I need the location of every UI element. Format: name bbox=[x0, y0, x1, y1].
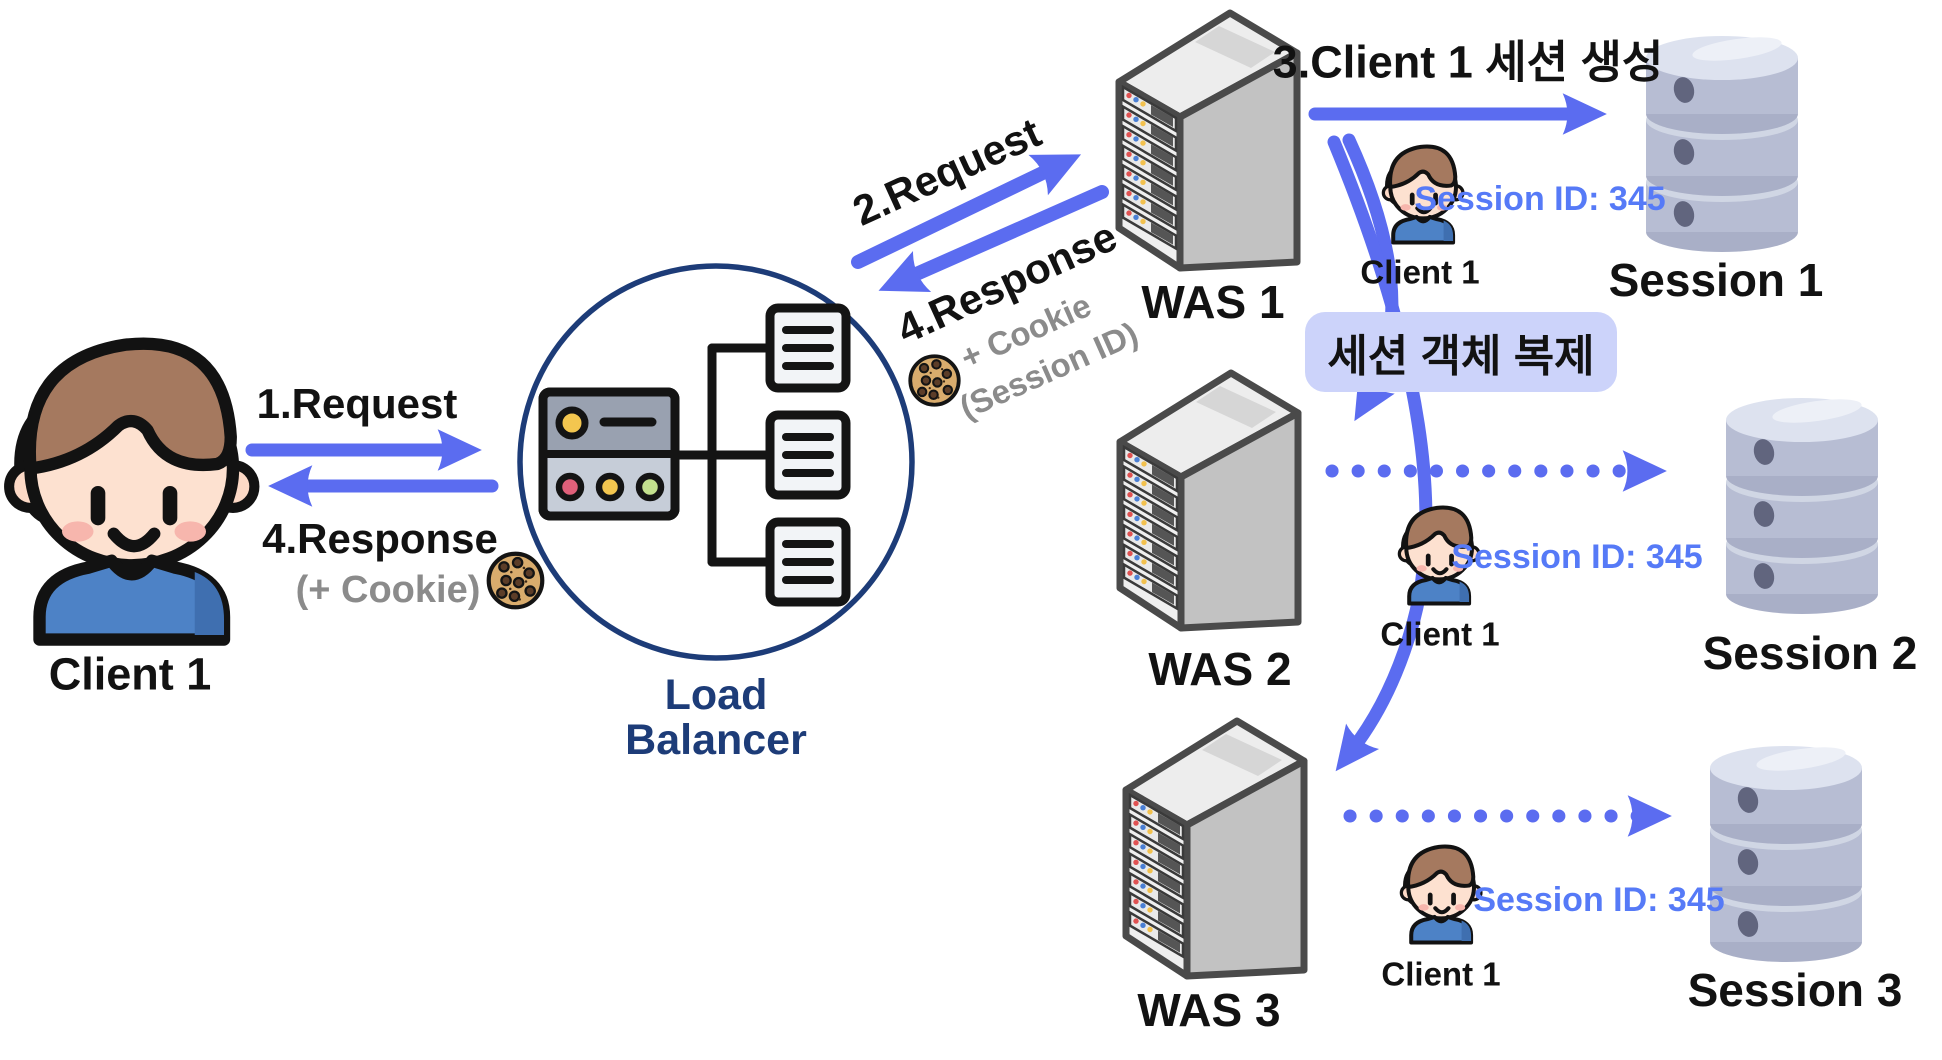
session3-label: Session 3 bbox=[1687, 963, 1903, 1016]
session3-database-icon bbox=[1710, 742, 1862, 962]
session1-database-icon bbox=[1646, 32, 1798, 252]
load-balancer-icon bbox=[517, 263, 915, 661]
session-id-row3: Session ID: 345 bbox=[1473, 881, 1725, 920]
session-replicate-label: 세션 객체 복제 bbox=[1327, 332, 1595, 381]
session-create-label: 3.Client 1 세션 생성 bbox=[1272, 36, 1664, 88]
router-icon bbox=[538, 387, 680, 521]
client1-avatar-icon bbox=[9, 344, 254, 640]
was2-label: WAS 2 bbox=[1148, 642, 1292, 695]
response4-cookie-label: (+ Cookie) bbox=[295, 569, 481, 612]
session1-label: Session 1 bbox=[1608, 253, 1824, 306]
client1-row1-label: Client 1 bbox=[1360, 253, 1480, 291]
load-balancer-label: Load Balancer bbox=[625, 670, 807, 764]
client1-row3-label: Client 1 bbox=[1381, 955, 1501, 993]
session2-label: Session 2 bbox=[1702, 626, 1918, 679]
session-id-row2: Session ID: 345 bbox=[1451, 538, 1703, 577]
was3-label: WAS 3 bbox=[1137, 983, 1281, 1036]
client1-avatar-icon-row3 bbox=[1401, 847, 1481, 943]
server-list-icons bbox=[765, 303, 851, 607]
request2-arrow bbox=[851, 154, 1082, 269]
response4b-arrow bbox=[878, 185, 1109, 292]
client1-row2-label: Client 1 bbox=[1380, 615, 1500, 653]
was2-server-tower-icon bbox=[1120, 373, 1298, 628]
session-id-row1: Session ID: 345 bbox=[1414, 180, 1666, 219]
session-replicate-badge: 세션 객체 복제 bbox=[1305, 312, 1617, 392]
was1-label: WAS 1 bbox=[1141, 275, 1285, 328]
was3-server-tower-icon bbox=[1126, 721, 1304, 976]
request1-label: 1.Request bbox=[256, 379, 458, 427]
client1-main-label: Client 1 bbox=[48, 648, 212, 700]
response4-label: 4.Response bbox=[262, 514, 498, 562]
was1-server-tower-icon bbox=[1119, 13, 1297, 268]
session2-database-icon bbox=[1726, 394, 1878, 614]
cookie-icon-right bbox=[908, 354, 961, 407]
